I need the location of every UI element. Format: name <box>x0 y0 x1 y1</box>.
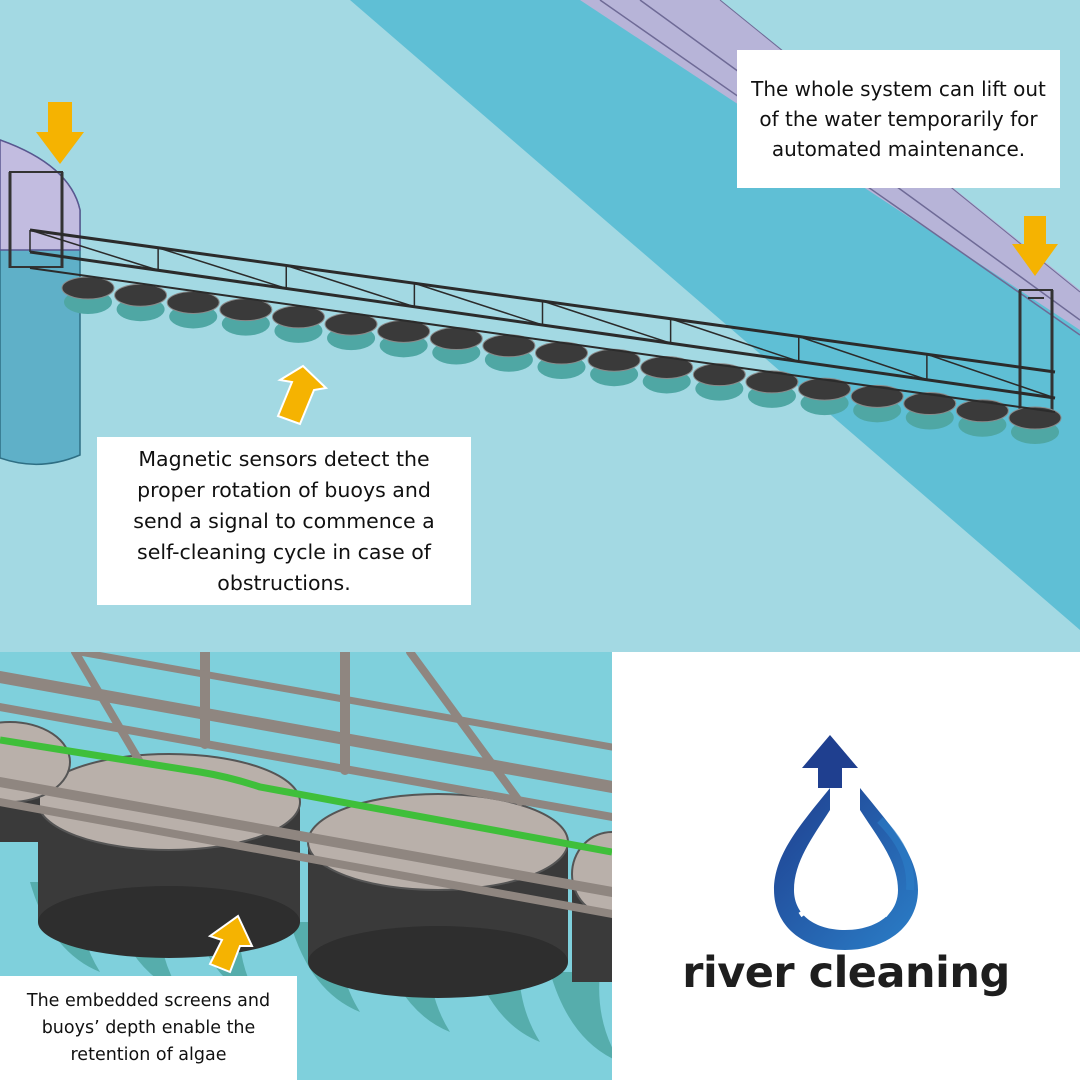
buoy <box>166 290 220 314</box>
buoy <box>1008 406 1062 430</box>
left-pillar <box>0 139 81 465</box>
buoy <box>61 276 115 300</box>
truss-structure <box>29 228 1056 413</box>
river-channel <box>350 0 1080 630</box>
up-arrow-icon <box>276 364 329 426</box>
river-cleaning-logo-icon <box>774 735 918 950</box>
truss-diagonal <box>926 353 1056 399</box>
buoy <box>219 298 273 322</box>
truss-diagonal <box>157 247 287 290</box>
algae-screen-blade <box>550 972 612 1059</box>
truss-diagonal <box>798 335 928 381</box>
truss-diagonal <box>286 264 415 308</box>
sensors-callout: Magnetic sensors detect the proper rotat… <box>97 437 471 605</box>
buoy <box>745 370 799 394</box>
truss-diagonal <box>542 300 671 344</box>
buoy <box>114 283 168 307</box>
brand-name: river cleaning <box>682 948 1010 998</box>
buoy <box>955 399 1009 423</box>
buoy <box>850 384 904 408</box>
down-arrow-icon <box>36 102 84 164</box>
green-cable <box>0 736 612 856</box>
frame-beams <box>0 652 612 918</box>
truss-diagonal <box>670 318 799 363</box>
screens-callout: The embedded screens and buoys’ depth en… <box>0 976 297 1080</box>
down-arrow-icon <box>1012 216 1058 276</box>
buoy <box>903 392 957 416</box>
buoy-row <box>61 276 1062 444</box>
truss-diagonal <box>414 282 543 326</box>
overview-illustration: The whole system can lift out of the wat… <box>0 0 1080 652</box>
buoy <box>692 363 746 387</box>
buoy <box>798 377 852 401</box>
truss-diagonal <box>29 229 159 271</box>
lift-callout: The whole system can lift out of the wat… <box>737 50 1060 188</box>
up-arrow-icon <box>207 914 254 974</box>
